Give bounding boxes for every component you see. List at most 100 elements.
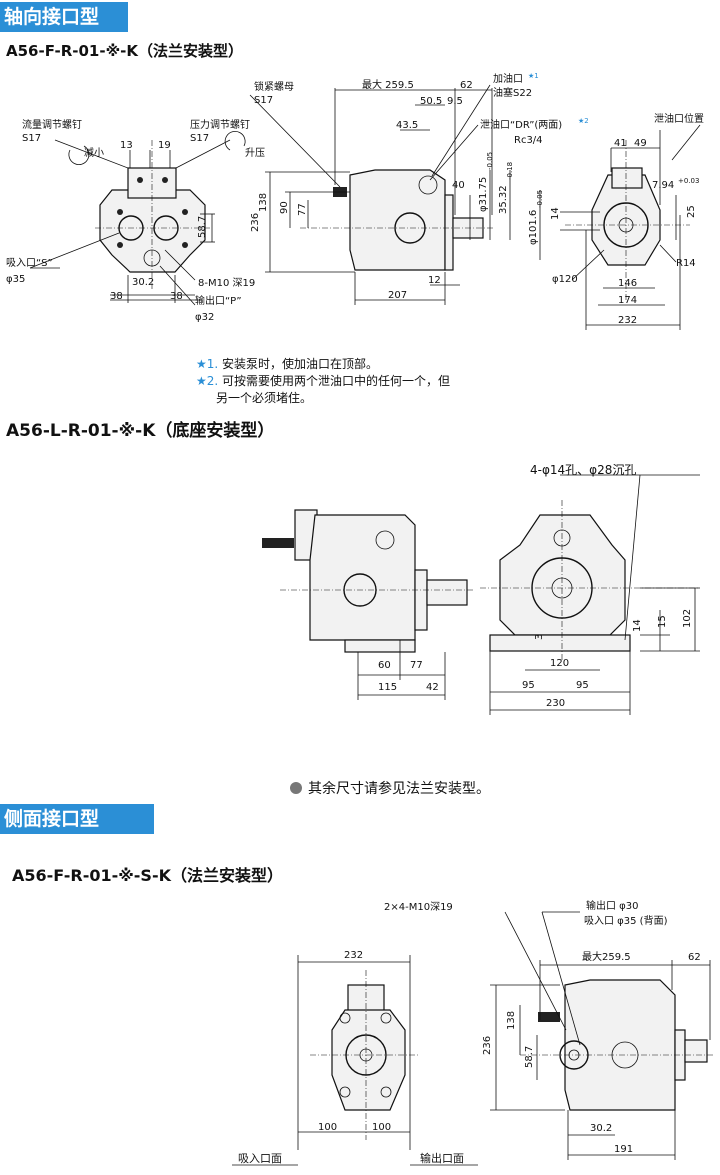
dim-62-side: 62 [688, 952, 701, 963]
dim-r14: R14 [676, 258, 696, 269]
label-side-outlet: 输出口 φ30 [586, 899, 639, 912]
dim-49: 49 [634, 138, 647, 149]
dim-max-259-5-side: 最大259.5 [582, 950, 631, 963]
label-lock-s17: S17 [254, 95, 273, 106]
dim-138: 138 [258, 193, 269, 212]
foot-side-view: 60 77 115 42 [262, 509, 475, 700]
dim-77-foot: 77 [410, 660, 423, 671]
note-2: ★2. 可按需要使用两个泄油口中的任何一个，但 [196, 373, 450, 390]
dim-15: 15 [657, 615, 668, 628]
dim-207: 207 [388, 290, 407, 301]
dim-key-7-94-tol: +0.03 [678, 177, 699, 185]
dim-236: 236 [250, 213, 261, 232]
dim-43-5: 43.5 [396, 120, 418, 131]
dim-3: 3 [534, 634, 545, 640]
label-suction-face: 吸入口面 [238, 1152, 282, 1165]
label-flow-screw: 流量调节螺钉 [22, 118, 82, 131]
dim-41: 41 [614, 138, 627, 149]
mark-star-1: ★1 [528, 72, 539, 80]
dim-58-7-side: 58.7 [524, 1046, 535, 1068]
label-rc-3-4: Rc3/4 [514, 135, 543, 146]
dim-50-5: 50.5 [420, 96, 442, 107]
section-header-side: 侧面接口型 [0, 804, 154, 834]
dim-102: 102 [682, 609, 693, 628]
dim-230: 230 [546, 698, 565, 709]
dim-max-259-5: 最大 259.5 [362, 78, 414, 91]
mark-star-2: ★2 [578, 117, 589, 125]
dim-115: 115 [378, 682, 397, 693]
dim-191: 191 [614, 1144, 633, 1155]
bullet-dot-icon [290, 782, 302, 794]
dim-95-left: 95 [522, 680, 535, 691]
label-increase: 升压 [245, 147, 265, 159]
dim-42: 42 [426, 682, 439, 693]
remark: 其余尺寸请参见法兰安装型。 [290, 778, 490, 798]
model-title-foot-axial: A56-L-R-01-※-K（底座安装型） [6, 421, 275, 441]
dim-138-side: 138 [506, 1011, 517, 1030]
label-outlet-face: 输出口面 [420, 1151, 464, 1165]
dim-62: 62 [460, 80, 473, 91]
dim-key-7-94: 7.94 [652, 180, 674, 191]
dim-phi-120: φ120 [552, 274, 578, 285]
note-1-text: 安装泵时，使加油口在顶部。 [222, 357, 379, 371]
label-bolt-2x4-m10: 2×4-M10深19 [384, 901, 453, 913]
label-bolt-8-m10: 8-M10 深19 [198, 277, 255, 289]
model-title-flange-side: A56-F-R-01-※-S-K（法兰安装型） [12, 866, 283, 885]
label-fill-port: 加油口 [493, 72, 523, 85]
label-reduce: 减小 [84, 147, 104, 159]
note-2-star: ★2. [196, 374, 219, 388]
label-pressure-screw: 压力调节螺钉 [190, 118, 250, 131]
dim-120: 120 [550, 658, 569, 669]
note-1: ★1. 安装泵时，使加油口在顶部。 [196, 356, 450, 373]
dim-25: 25 [686, 205, 697, 218]
label-outlet-port: 输出口“P” [195, 294, 242, 307]
foot-front-view: 4-φ14孔、φ28沉孔 3 14 15 102 120 95 95 230 [480, 463, 700, 715]
dim-90: 90 [279, 201, 290, 214]
label-suction-diameter: φ35 [6, 274, 25, 285]
label-suction-port: 吸入口“S” [6, 258, 53, 269]
flange-rear-view: 泄油口位置 41 49 7.94 +0.03 25 14 R14 φ120 14… [550, 112, 704, 330]
dim-30-2: 30.2 [132, 277, 154, 288]
label-flow-s17: S17 [22, 133, 41, 144]
dim-14-rear: 14 [550, 207, 561, 220]
label-drain-position: 泄油口位置 [654, 112, 704, 125]
dim-100-right: 100 [372, 1122, 391, 1133]
dim-13: 13 [120, 140, 133, 151]
dim-14-foot: 14 [632, 619, 643, 632]
section-header-axial: 轴向接口型 [0, 2, 128, 32]
flange-front-view: 流量调节螺钉 S17 减小 压力调节螺钉 S17 升压 13 19 58.7 吸… [6, 118, 265, 323]
dim-phi-101-6-tol: -0.05 [536, 190, 544, 208]
label-foot-holes: 4-φ14孔、φ28沉孔 [530, 463, 636, 477]
dim-40: 40 [452, 180, 465, 191]
side-port-side-view: 2×4-M10深19 输出口 φ30 吸入口 φ35 (背面) 最大259.5 … [384, 899, 715, 1160]
dim-60: 60 [378, 660, 391, 671]
dim-38-left: 38 [110, 291, 123, 302]
dim-19: 19 [158, 140, 171, 151]
remark-text: 其余尺寸请参见法兰安装型。 [308, 781, 490, 797]
dim-236-side: 236 [482, 1036, 493, 1055]
dim-232-rear: 232 [618, 315, 637, 326]
dim-232-side: 232 [344, 950, 363, 961]
label-outlet-diameter: φ32 [195, 312, 214, 323]
label-pressure-s17: S17 [190, 133, 209, 144]
dim-35-32: 35.32 [498, 185, 509, 214]
note-1-star: ★1. [196, 357, 219, 371]
label-lock-nut: 锁紧螺母 [254, 80, 294, 93]
dim-phi-31-75-tol: -0.05 [486, 152, 494, 170]
notes-block: ★1. 安装泵时，使加油口在顶部。 ★2. 可按需要使用两个泄油口中的任何一个，… [196, 356, 450, 407]
label-plug-s22: 油塞S22 [493, 86, 532, 99]
dim-38-right: 38 [170, 291, 183, 302]
label-drain-port: 泄油口“DR”(两面) [480, 118, 562, 131]
dim-9-5: 9.5 [447, 96, 463, 107]
dim-100-left: 100 [318, 1122, 337, 1133]
dim-phi-101-6: φ101.6 [528, 210, 539, 245]
dim-12: 12 [428, 275, 441, 286]
dim-77: 77 [297, 203, 308, 216]
dim-174: 174 [618, 295, 637, 306]
note-2-text-line2: 另一个必须堵住。 [216, 391, 313, 405]
dim-95-right: 95 [576, 680, 589, 691]
note-2-text-line1: 可按需要使用两个泄油口中的任何一个，但 [222, 374, 451, 388]
dim-35-32-tol: -0.18 [506, 162, 514, 180]
side-port-front-view: 232 100 100 吸入口面 输出口面 [232, 950, 478, 1166]
